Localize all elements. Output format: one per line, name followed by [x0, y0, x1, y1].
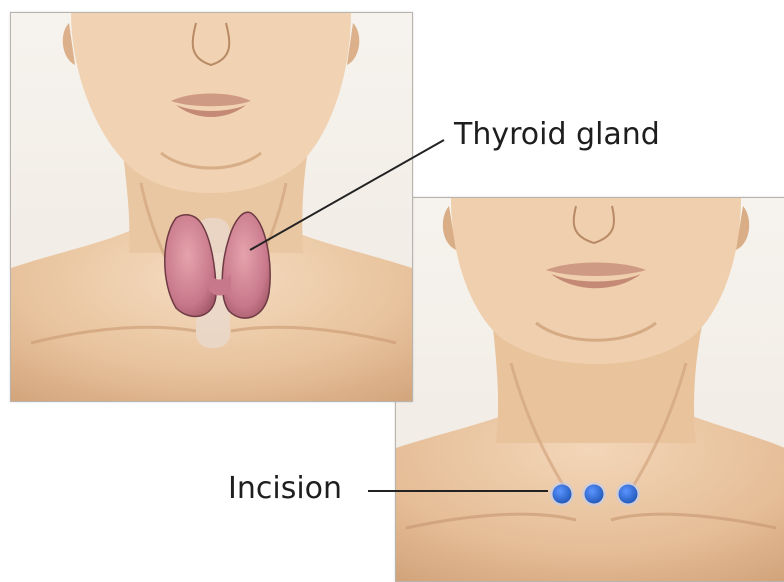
incision-dot-3: [619, 485, 638, 504]
thyroid-gland-label: Thyroid gland: [454, 120, 660, 150]
incision-label: Incision: [228, 474, 342, 504]
incision-illustration-panel: [395, 197, 784, 582]
incision-dot-2: [585, 485, 604, 504]
incision-dot-1: [553, 485, 572, 504]
thyroid-illustration-panel: [10, 12, 413, 402]
incision-dots: [550, 482, 640, 506]
neck-thyroid-illustration: [11, 13, 412, 401]
neck-incision-illustration: [396, 198, 784, 581]
